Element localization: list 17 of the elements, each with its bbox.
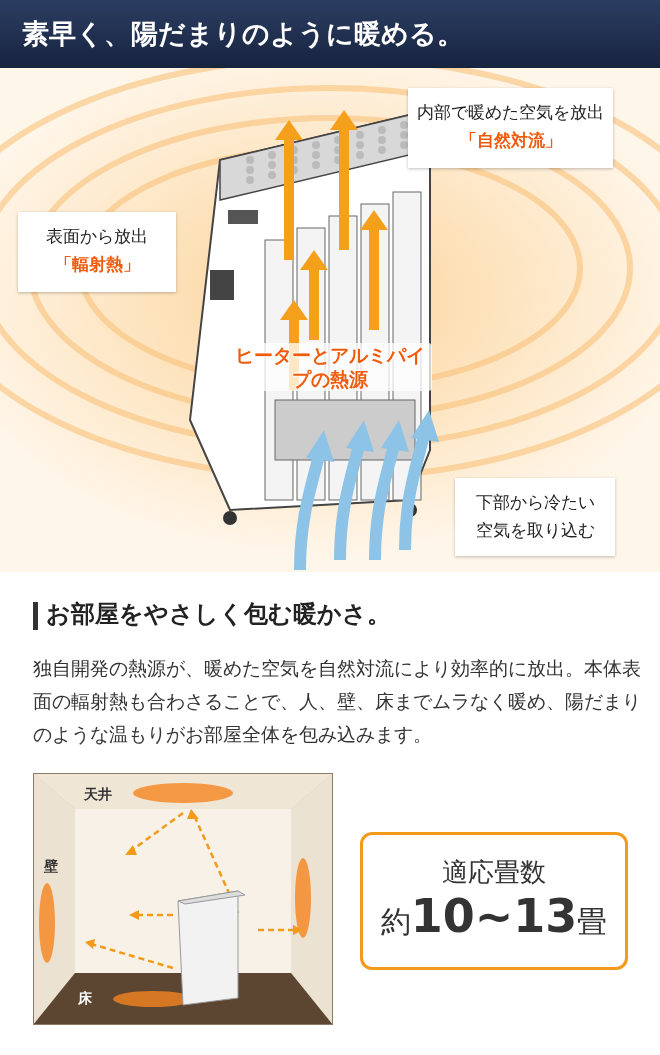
callout-text: 表面から放出 xyxy=(45,225,149,248)
callout-box xyxy=(408,88,613,168)
callout-text: 下部から冷たい空気を取り込む xyxy=(474,491,596,542)
callout-text: 内部で暖めた空気を放出 xyxy=(416,101,605,124)
section-heading: お部屋をやさしく包む暖かさ。 xyxy=(46,599,391,630)
page-title: 素早く、陽だまりのように暖める。 xyxy=(0,0,660,68)
callout-box xyxy=(18,212,176,292)
highlight-text: 「自然対流」 xyxy=(458,129,563,152)
callout-box xyxy=(455,478,615,556)
highlight-text: 「輻射熱」 xyxy=(53,253,141,276)
capacity-value: 約10~13畳 xyxy=(379,890,609,945)
capacity-box xyxy=(360,832,628,970)
room-label: 壁 xyxy=(44,858,58,876)
room-label: 天井 xyxy=(84,786,112,804)
room-label: 床 xyxy=(78,990,92,1008)
capacity-heading: 適応畳数 xyxy=(441,856,547,889)
body-paragraph: 独自開発の熱源が、暖めた空気を自然対流により効率的に放出。本体表面の輻射熱も合わさることで、人、壁、床までムラなく暖め、陽だまりのような温もりがお部屋全体を包み込みます。 xyxy=(33,656,642,747)
